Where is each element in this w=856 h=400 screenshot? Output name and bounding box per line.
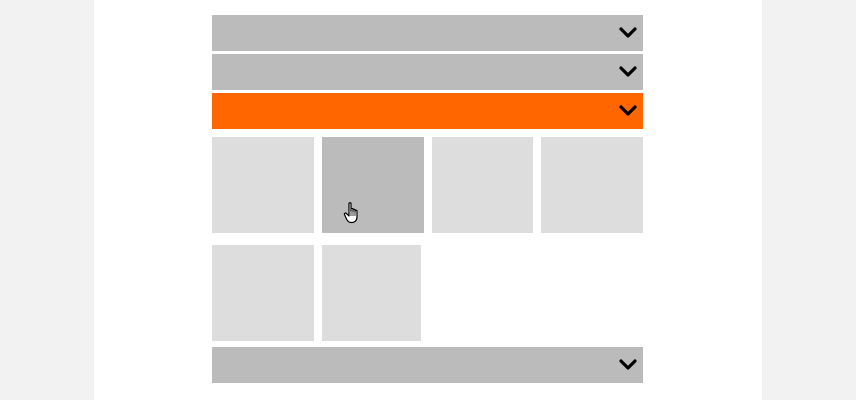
accordion-header-1[interactable] bbox=[212, 15, 643, 51]
grid-tile-6[interactable] bbox=[322, 245, 421, 341]
grid-tile-1[interactable] bbox=[212, 137, 314, 233]
grid-tile-3[interactable] bbox=[432, 137, 533, 233]
grid-tile-4[interactable] bbox=[541, 137, 643, 233]
chevron-down-icon bbox=[619, 26, 637, 40]
accordion-header-3-active[interactable] bbox=[212, 93, 643, 129]
chevron-down-icon bbox=[619, 358, 637, 372]
grid-tile-5[interactable] bbox=[212, 245, 314, 341]
grid-tile-2-hovered[interactable] bbox=[322, 137, 424, 233]
accordion-header-2[interactable] bbox=[212, 54, 643, 90]
content-panel bbox=[94, 0, 762, 400]
chevron-down-icon bbox=[619, 104, 637, 118]
chevron-down-icon bbox=[619, 65, 637, 79]
accordion-header-4[interactable] bbox=[212, 347, 643, 383]
